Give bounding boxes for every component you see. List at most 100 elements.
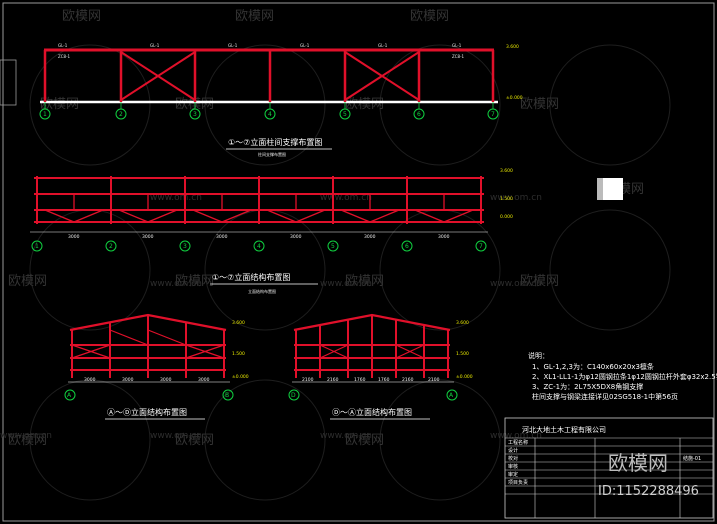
axis-bubbles: 1 2 3 4 5 6 7 bbox=[31, 240, 487, 252]
watermark-brand: 欧模网 bbox=[520, 97, 559, 112]
watermark-url: www.om.cn bbox=[150, 431, 202, 441]
axis-bubble bbox=[413, 108, 425, 120]
axis-b: B bbox=[225, 392, 229, 399]
axis-label: 2 bbox=[119, 111, 123, 118]
span-dimension: 3000 bbox=[290, 234, 302, 240]
svg-text:GL-1: GL-1 bbox=[378, 43, 388, 48]
brace bbox=[44, 209, 75, 223]
brand-watermark: 欧模网 bbox=[608, 451, 668, 475]
watermark-url: www.om.cn bbox=[490, 431, 542, 441]
axis-label: 6 bbox=[417, 111, 421, 118]
axis-a: A bbox=[67, 392, 72, 399]
axis-label: 7 bbox=[479, 243, 483, 250]
watermarks: 欧模网 欧模网 欧模网 欧模网 欧模网 欧模网 欧模网 欧模网 欧模网 欧模网 … bbox=[0, 9, 671, 501]
axis-label: 7 bbox=[491, 111, 495, 118]
note-line: 2、XL1-LL1-1为φ12圆钢拉条1φ12圆钢拉杆外套φ32x2.5钢管 bbox=[532, 372, 717, 381]
axis-d: D bbox=[291, 392, 296, 399]
svg-text:GL-1: GL-1 bbox=[58, 43, 68, 48]
span-dimension: 3000 bbox=[142, 234, 154, 240]
axis-bubble bbox=[487, 108, 499, 120]
svg-text:ZC8-1: ZC8-1 bbox=[58, 54, 71, 59]
axis-bubble bbox=[339, 108, 351, 120]
watermark-url: www.om.cn bbox=[0, 431, 52, 441]
axis-bubble bbox=[31, 240, 43, 252]
svg-text:2100: 2100 bbox=[428, 377, 440, 383]
brace bbox=[73, 209, 104, 223]
svg-text:2160: 2160 bbox=[402, 377, 414, 383]
watermark-brand: 欧模网 bbox=[345, 433, 384, 448]
watermark-brand: 欧模网 bbox=[8, 274, 47, 289]
knee-bracing bbox=[44, 194, 474, 223]
axis-bubble bbox=[327, 240, 339, 252]
svg-text:1760: 1760 bbox=[354, 377, 366, 383]
svg-text:1760: 1760 bbox=[378, 377, 390, 383]
axis-bubble bbox=[475, 240, 487, 252]
drawing-id: ID:1152288496 bbox=[598, 484, 699, 499]
svg-text:ZC8-1: ZC8-1 bbox=[452, 54, 465, 59]
watermark-url: www.om.cn bbox=[320, 431, 372, 441]
brace bbox=[266, 209, 297, 223]
watermark-url: www.om.cn bbox=[320, 279, 372, 289]
svg-text:2160: 2160 bbox=[327, 377, 339, 383]
legend-block bbox=[597, 178, 623, 200]
sheet-number: 结施-01 bbox=[683, 455, 701, 462]
axis-label: 3 bbox=[183, 243, 187, 250]
note-line: 1、GL-1,2,3为：C140x60x20x3檩条 bbox=[532, 362, 654, 371]
view2-subtitle: 立面结构布置图 bbox=[248, 288, 276, 294]
svg-text:校对: 校对 bbox=[508, 455, 518, 462]
elevation-mid: 1.500 bbox=[500, 196, 513, 202]
axis-bubble bbox=[189, 108, 201, 120]
svg-text:±0.000: ±0.000 bbox=[232, 374, 249, 380]
axis-label: 1 bbox=[35, 243, 39, 250]
svg-text:设计: 设计 bbox=[508, 447, 518, 454]
watermark-brand: 欧模网 bbox=[345, 97, 384, 112]
watermark-url: www.om.cn bbox=[320, 193, 372, 203]
axis-bubble bbox=[105, 240, 117, 252]
axis-label: 2 bbox=[109, 243, 113, 250]
svg-text:GL-1: GL-1 bbox=[150, 43, 160, 48]
watermark-url: www.om.cn bbox=[490, 279, 542, 289]
axis-label: 3 bbox=[193, 111, 197, 118]
elevation-ground: ±0.000 bbox=[506, 95, 523, 101]
brace bbox=[295, 209, 326, 223]
elevation-top: 3.600 bbox=[500, 168, 513, 174]
axis-bubble bbox=[401, 240, 413, 252]
axis-label: 4 bbox=[257, 243, 261, 250]
svg-text:GL-1: GL-1 bbox=[228, 43, 238, 48]
view-gable-elevation-a-d: 3000 3000 3000 3000 A B 3.600 1.500 ±0.0… bbox=[64, 313, 249, 420]
svg-text:±0.000: ±0.000 bbox=[456, 374, 473, 380]
span-dimension: 3000 bbox=[68, 234, 80, 240]
cross-bracing bbox=[120, 51, 420, 101]
span-dimension: 3000 bbox=[216, 234, 228, 240]
view-gable-elevation-d-a: 2100 2160 1760 1760 2160 2100 D A 3.600 … bbox=[288, 313, 473, 420]
span-dimension: 3000 bbox=[364, 234, 376, 240]
watermark-url: www.om.cn bbox=[150, 193, 202, 203]
axis-bubble bbox=[264, 108, 276, 120]
watermark-brand: 欧模网 bbox=[235, 9, 274, 24]
general-notes: 说明： 1、GL-1,2,3为：C140x60x20x3檩条 2、XL1-LL1… bbox=[528, 351, 717, 401]
axis-label: 5 bbox=[331, 243, 335, 250]
svg-text:GL-1: GL-1 bbox=[452, 43, 462, 48]
brace bbox=[369, 209, 400, 223]
note-line: 3、ZC-1为：2L75X5DX8角钢支撑 bbox=[532, 382, 643, 391]
axis-label: 6 bbox=[405, 243, 409, 250]
watermark-url: www.om.cn bbox=[490, 193, 542, 203]
note-line: 柱间支撑与钢梁连接详见02SG518-1中第56页 bbox=[532, 392, 678, 401]
axis-label: 1 bbox=[43, 111, 47, 118]
view-longitudinal-elevation: 3000 3000 3000 3000 3000 3000 1 2 3 4 5 6 7 3.600 1… bbox=[30, 168, 513, 294]
view1-subtitle: 柱间支撑布置图 bbox=[258, 151, 286, 157]
axis-bubble bbox=[179, 240, 191, 252]
beam-labels: GL-1 ZC8-1 GL-1 GL-1 GL-1 GL-1 GL-1 ZC8-… bbox=[58, 43, 465, 59]
title-block: 河北大地土木工程有限公司 工程名称 设计 校对 审核 审定 项目负责 结施-01… bbox=[504, 417, 714, 519]
span-dimension: 3000 bbox=[438, 234, 450, 240]
brace bbox=[340, 209, 371, 223]
view4-title: Ⓓ～Ⓐ立面结构布置图 bbox=[332, 407, 412, 417]
columns bbox=[36, 176, 482, 224]
svg-text:GL-1: GL-1 bbox=[300, 43, 310, 48]
columns bbox=[43, 50, 495, 102]
svg-text:3.600: 3.600 bbox=[456, 320, 469, 326]
svg-text:2100: 2100 bbox=[302, 377, 314, 383]
notes-heading: 说明： bbox=[528, 351, 549, 360]
svg-text:3000: 3000 bbox=[84, 377, 96, 383]
